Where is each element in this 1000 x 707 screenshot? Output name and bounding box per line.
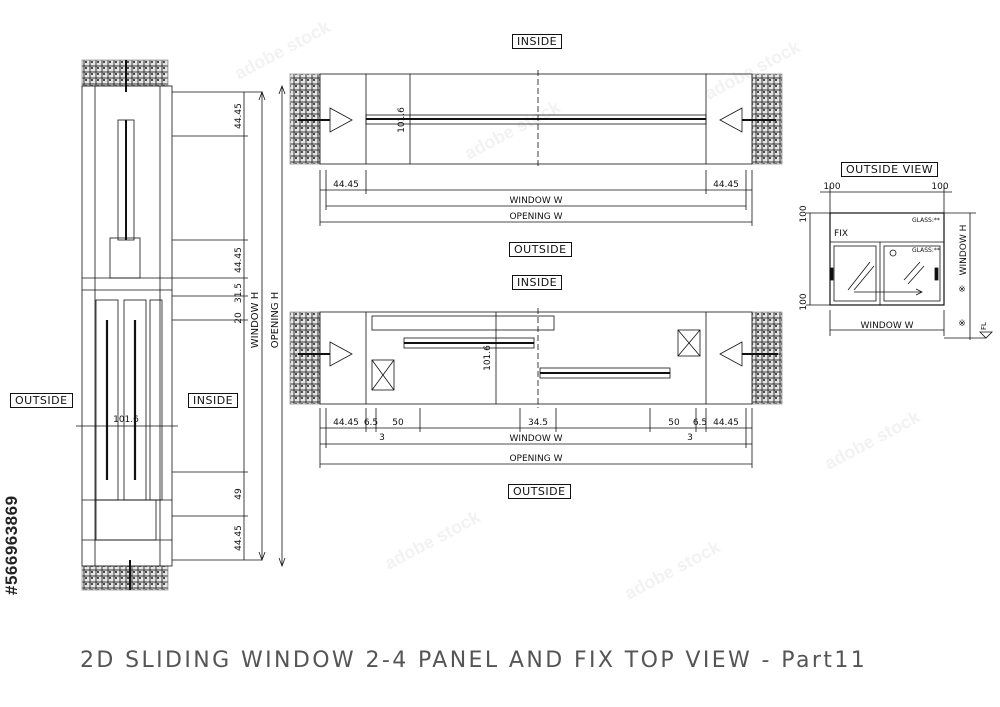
opening-w-label: OPENING W xyxy=(509,212,562,222)
window-w-label: WINDOW W xyxy=(861,321,914,331)
dim-text: 6.5 xyxy=(693,418,707,428)
outside-view-label: OUTSIDE VIEW xyxy=(841,162,939,177)
window-h-label: WINDOW H xyxy=(959,225,969,276)
depth-text: 101.6 xyxy=(483,345,493,371)
plan-sliding xyxy=(289,308,783,468)
fl-label: FL xyxy=(980,322,988,330)
dim-text: 100 xyxy=(799,205,809,222)
dim-text: 3 xyxy=(379,433,385,443)
page-title: 2D SLIDING WINDOW 2-4 PANEL AND FIX TOP … xyxy=(80,648,868,673)
dim-text: 20 xyxy=(234,312,244,324)
dim-text: 100 xyxy=(823,182,840,192)
glass-label: GLASS:** xyxy=(912,247,940,254)
window-h-label: WINDOW H xyxy=(250,292,261,348)
wall-bottom xyxy=(81,565,169,591)
wall-left xyxy=(289,311,321,405)
dim-text: 44.45 xyxy=(234,525,244,551)
dim-text: 44.45 xyxy=(234,103,244,129)
dim-text: 31.5 xyxy=(234,283,244,303)
dim-text: 44.45 xyxy=(713,180,739,190)
plan-fixed-texts: 101.6 44.45 44.45 WINDOW W OPENING W xyxy=(333,107,739,222)
outside-label: OUTSIDE xyxy=(10,393,73,408)
dim-text: 44.45 xyxy=(234,247,244,273)
dim-text: 101.6 xyxy=(113,415,139,425)
dim-text: 44.45 xyxy=(333,180,359,190)
window-w-label: WINDOW W xyxy=(510,196,563,206)
wall-right xyxy=(751,311,783,405)
inside-label: INSIDE xyxy=(188,393,239,408)
inside-label: INSIDE xyxy=(512,275,563,290)
dim-text: 50 xyxy=(392,418,404,428)
mark-text: ※ xyxy=(958,285,966,295)
depth-text: 101.6 xyxy=(397,107,407,133)
opening-w-label: OPENING W xyxy=(509,454,562,464)
vertical-section xyxy=(76,59,286,591)
section-dimension-texts: 44.45 44.45 20 31.5 101.6 49 44.45 WINDO… xyxy=(113,103,281,551)
plan-fixed xyxy=(289,70,783,226)
opening-h-label: OPENING H xyxy=(270,292,281,349)
plan-sliding-texts: 101.6 44.45 6.5 50 34.5 50 6.5 44.45 3 3… xyxy=(333,345,739,464)
outside-label: OUTSIDE xyxy=(509,242,572,257)
dim-text: 49 xyxy=(234,488,244,500)
elevation xyxy=(806,186,993,340)
elevation-texts: 100 100 100 100 FIX GLASS:** GLASS:** WI… xyxy=(799,182,988,331)
dim-text: 3 xyxy=(687,433,693,443)
dim-text: 100 xyxy=(799,293,809,310)
glass-label: GLASS:** xyxy=(912,217,940,224)
inside-label: INSIDE xyxy=(512,34,563,49)
dim-text: 44.45 xyxy=(713,418,739,428)
dim-text: 50 xyxy=(668,418,680,428)
stock-id: #566963869 xyxy=(2,495,21,595)
dim-text: 44.45 xyxy=(333,418,359,428)
outside-label: OUTSIDE xyxy=(508,484,571,499)
window-w-label: WINDOW W xyxy=(510,434,563,444)
dim-text: 34.5 xyxy=(528,418,548,428)
dim-text: 6.5 xyxy=(364,418,378,428)
dim-text: 100 xyxy=(931,182,948,192)
mark-text: ※ xyxy=(958,319,966,329)
fix-label: FIX xyxy=(834,229,848,239)
